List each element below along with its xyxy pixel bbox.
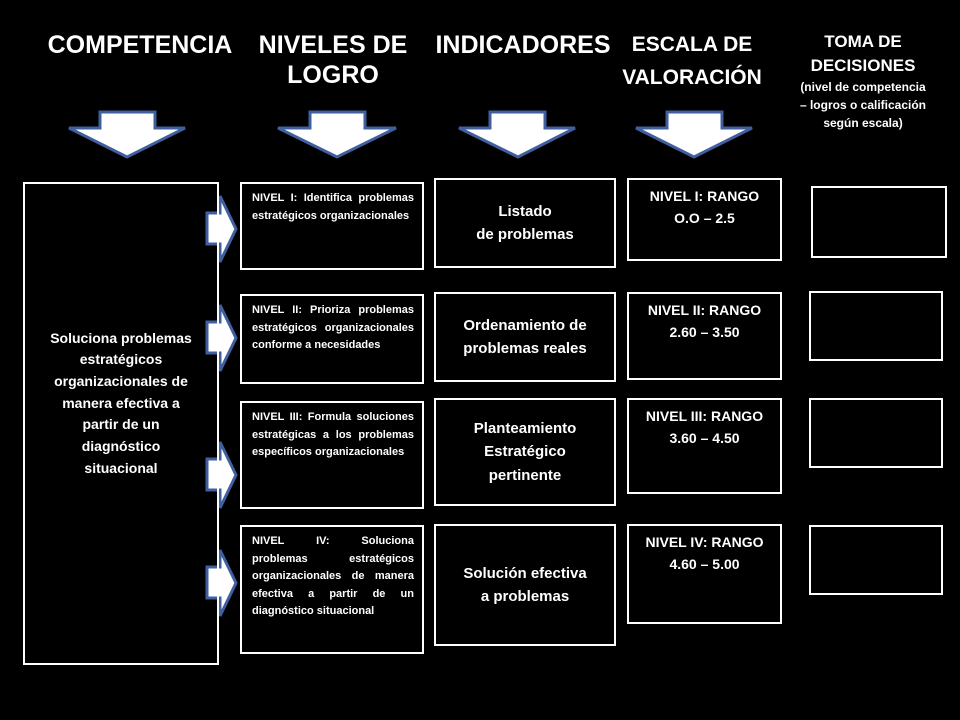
indicador-line: Ordenamiento de [463,316,587,334]
indicador-line: Estratégico [484,443,566,461]
down-arrow-icon [68,110,186,159]
header-toma-line2: DECISIONES [810,55,916,75]
escala-line: O.O – 2.5 [674,209,735,226]
competencia-line: manera efectiva a [62,394,180,411]
header-toma-line1: TOMA DE [824,32,902,51]
decision-box-4 [809,525,943,595]
escala-line: 2.60 – 3.50 [669,323,740,340]
decision-box-2 [809,291,943,361]
competencia-line: situacional [84,459,158,476]
escala-line: NIVEL I: RANGO [649,188,760,204]
competencia-line: estratégicos [79,351,163,368]
competencia-box: Soluciona problemas estratégicos organiz… [23,182,219,665]
competencia-text: Soluciona problemas estratégicos organiz… [50,328,192,480]
escala-line: NIVEL II: RANGO [647,302,762,318]
escala-line: 4.60 – 5.00 [669,555,740,572]
indicador-line: Solución efectiva [463,564,587,582]
indicador-box-3: Planteamiento Estratégico pertinente [434,398,616,506]
escala-box-1: NIVEL I: RANGO O.O – 2.5 [627,178,782,261]
down-arrow-icon [277,110,397,159]
competencia-line: organizacionales de [54,372,188,389]
right-arrow-icon [205,195,238,263]
escala-line: NIVEL IV: RANGO [645,534,764,550]
header-niveles-line1: NIVELES DE [258,31,408,59]
nivel-box-1: NIVEL I: Identifica problemas estratégic… [240,182,424,270]
indicador-line: Planteamiento [473,420,577,438]
decision-box-3 [809,398,943,468]
indicador-box-2: Ordenamiento de problemas reales [434,292,616,382]
header-toma-note-line3: según escala) [823,115,903,130]
down-arrow-icon [458,110,576,159]
header-escala-de-valoracion: ESCALA DE VALORACIÓN [612,29,772,94]
competencia-line: partir de un [82,416,160,433]
header-competencia: COMPETENCIA [47,31,233,59]
nivel-box-3: NIVEL III: Formula soluciones estratégic… [240,401,424,509]
down-arrow-icon [635,110,753,159]
indicador-line: pertinente [488,466,562,484]
escala-box-3: NIVEL III: RANGO 3.60 – 4.50 [627,398,782,494]
indicador-line: a problemas [480,588,570,605]
escala-box-4: NIVEL IV: RANGO 4.60 – 5.00 [627,524,782,624]
indicador-line: de problemas [476,226,574,243]
competencia-line: Soluciona problemas [50,329,192,346]
indicador-line: Listado [498,202,552,220]
nivel-box-4: NIVEL IV: Soluciona problemas estratégic… [240,525,424,654]
header-toma-note-line2: – logros o calificación [799,97,927,112]
indicador-box-4: Solución efectiva a problemas [434,524,616,646]
right-arrow-icon [205,304,238,372]
header-escala-line2: VALORACIÓN [622,65,762,89]
header-toma-de-decisiones: TOMA DE DECISIONES (nivel de competencia… [778,30,948,132]
header-niveles-de-logro: NIVELES DE LOGRO [258,30,408,90]
header-toma-note-line1: (nivel de competencia [800,79,926,94]
nivel-box-2: NIVEL II: Prioriza problemas estratégico… [240,294,424,384]
escala-box-2: NIVEL II: RANGO 2.60 – 3.50 [627,292,782,380]
competencia-line: diagnóstico [81,438,161,455]
escala-line: NIVEL III: RANGO [645,408,764,424]
header-indicadores: INDICADORES [435,31,611,59]
right-arrow-icon [205,549,238,617]
right-arrow-icon [205,441,238,509]
header-niveles-line2: LOGRO [287,61,379,89]
indicador-box-1: Listado de problemas [434,178,616,268]
indicador-line: problemas reales [463,340,587,357]
header-escala-line1: ESCALA DE [631,33,753,56]
decision-box-1 [811,186,947,258]
escala-line: 3.60 – 4.50 [669,429,740,446]
